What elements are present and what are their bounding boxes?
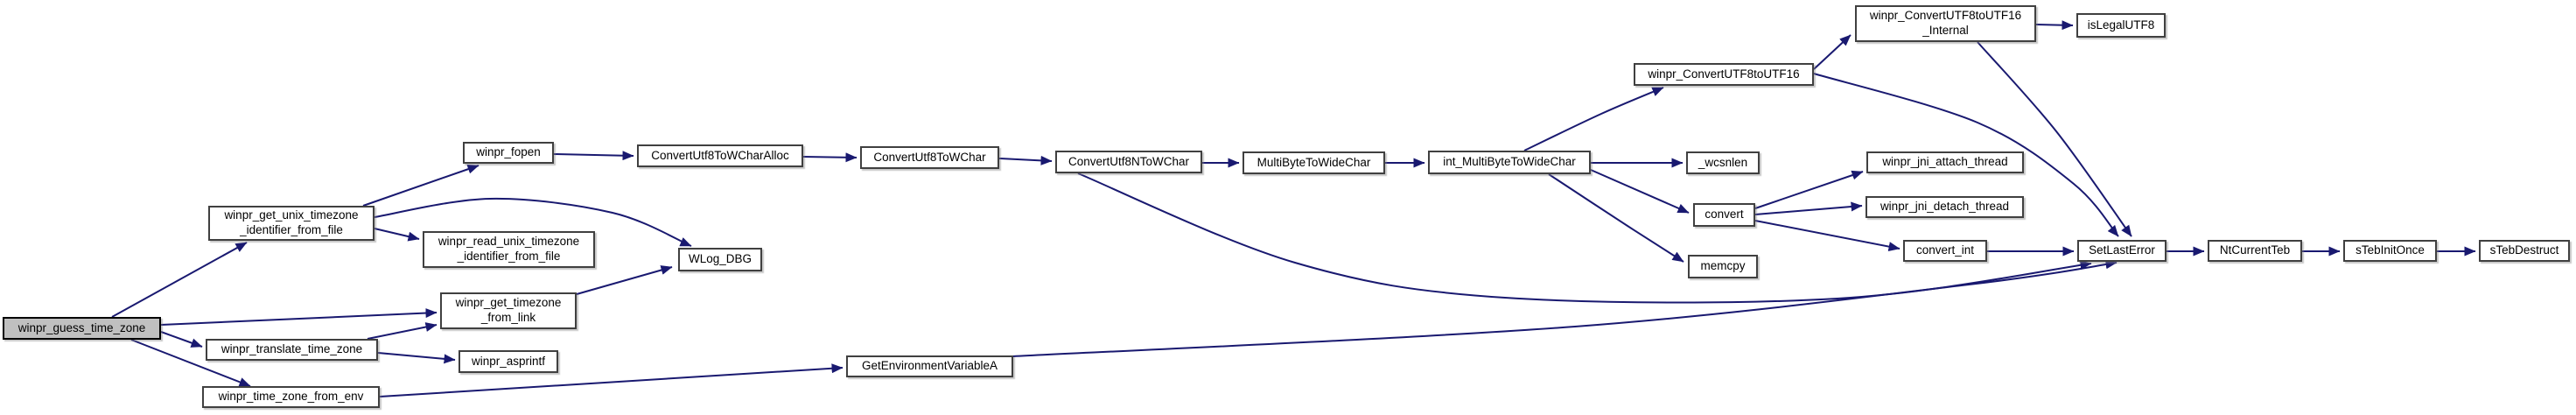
edge-ConvertUtf8ToWChar--ConvertUtf8NToWChar bbox=[998, 155, 1053, 165]
edge-ConvertUtf8ToWCharAlloc--ConvertUtf8ToWChar bbox=[802, 152, 858, 163]
node-NtCurrentTeb[interactable]: NtCurrentTeb bbox=[2208, 240, 2302, 262]
node-ConvertUtf8ToWChar[interactable]: ConvertUtf8ToWChar bbox=[860, 146, 999, 169]
node-_wcsnlen[interactable]: _wcsnlen bbox=[1686, 151, 1760, 174]
node-winpr_guess_time_zone: winpr_guess_time_zone bbox=[3, 317, 161, 340]
node-memcpy[interactable]: memcpy bbox=[1688, 255, 1758, 278]
edge-winpr_ConvertUTF8toUTF16--winpr_ConvertUTF8toUTF16_Internal bbox=[1813, 34, 1852, 70]
node-convert[interactable]: convert bbox=[1693, 203, 1755, 227]
edge-winpr_guess_time_zone--winpr_get_unix_timezone_identifier_from_file bbox=[111, 242, 248, 318]
edge-convert--winpr_jni_attach_thread bbox=[1754, 170, 1864, 209]
edge-int_MultiByteToWideChar--memcpy bbox=[1548, 173, 1684, 263]
node-isLegalUTF8[interactable]: isLegalUTF8 bbox=[2076, 13, 2166, 38]
node-winpr_asprintf[interactable]: winpr_asprintf bbox=[458, 350, 558, 373]
node-winpr_time_zone_from_env[interactable]: winpr_time_zone_from_env bbox=[202, 386, 380, 408]
node-SetLastError[interactable]: SetLastError bbox=[2077, 240, 2166, 262]
node-ConvertUtf8NToWChar[interactable]: ConvertUtf8NToWChar bbox=[1055, 151, 1202, 173]
node-winpr_translate_time_zone[interactable]: winpr_translate_time_zone bbox=[206, 339, 378, 361]
node-MultiByteToWideChar[interactable]: MultiByteToWideChar bbox=[1242, 151, 1385, 174]
edge-int_MultiByteToWideChar--convert bbox=[1590, 169, 1690, 214]
edge-winpr_get_unix_timezone_identifier_from_file--winpr_read_unix_timezone_identifier_from_file bbox=[374, 228, 420, 242]
edge-winpr_guess_time_zone--winpr_get_timezone_from_link bbox=[160, 308, 438, 326]
node-winpr_get_timezone_from_link[interactable]: winpr_get_timezone _from_link bbox=[440, 292, 577, 329]
edge-winpr_get_timezone_from_link--WLog_DBG bbox=[576, 265, 673, 295]
edge-convert--winpr_jni_detach_thread bbox=[1754, 201, 1863, 215]
edge-winpr_translate_time_zone--winpr_get_timezone_from_link bbox=[367, 322, 438, 340]
edge-GetEnvironmentVariableA--SetLastError bbox=[1012, 259, 2118, 357]
node-sTebDestruct[interactable]: sTebDestruct bbox=[2479, 240, 2570, 262]
edge-winpr_fopen--ConvertUtf8ToWCharAlloc bbox=[553, 151, 634, 161]
edge-convert--convert_int bbox=[1754, 220, 1900, 252]
edge-winpr_time_zone_from_env--GetEnvironmentVariableA bbox=[379, 363, 844, 397]
node-winpr_read_unix_timezone_identifier_from_file[interactable]: winpr_read_unix_timezone _identifier_fro… bbox=[423, 231, 595, 268]
node-winpr_ConvertUTF8toUTF16_Internal[interactable]: winpr_ConvertUTF8toUTF16 _Internal bbox=[1855, 5, 2036, 42]
node-winpr_jni_detach_thread[interactable]: winpr_jni_detach_thread bbox=[1866, 196, 2024, 218]
node-convert_int[interactable]: convert_int bbox=[1903, 240, 1987, 262]
edge-int_MultiByteToWideChar--winpr_ConvertUTF8toUTF16 bbox=[1523, 87, 1664, 151]
node-winpr_jni_attach_thread[interactable]: winpr_jni_attach_thread bbox=[1866, 151, 2024, 173]
node-WLog_DBG[interactable]: WLog_DBG bbox=[678, 248, 762, 271]
node-ConvertUtf8ToWCharAlloc[interactable]: ConvertUtf8ToWCharAlloc bbox=[637, 144, 803, 167]
node-sTebInitOnce[interactable]: sTebInitOnce bbox=[2343, 240, 2437, 262]
node-winpr_ConvertUTF8toUTF16[interactable]: winpr_ConvertUTF8toUTF16 bbox=[1634, 63, 1814, 86]
edge-winpr_guess_time_zone--winpr_translate_time_zone bbox=[160, 331, 203, 348]
edge-winpr_ConvertUTF8toUTF16_Internal--SetLastError bbox=[1977, 41, 2132, 237]
node-winpr_fopen[interactable]: winpr_fopen bbox=[463, 142, 554, 164]
edge-winpr_guess_time_zone--winpr_time_zone_from_env bbox=[130, 339, 251, 387]
node-GetEnvironmentVariableA[interactable]: GetEnvironmentVariableA bbox=[846, 355, 1013, 377]
edge-winpr_ConvertUTF8toUTF16--SetLastError bbox=[1813, 73, 2119, 237]
edge-ConvertUtf8NToWChar--SetLastError bbox=[1077, 172, 2092, 304]
node-winpr_get_unix_timezone_identifier_from_file[interactable]: winpr_get_unix_timezone _identifier_from… bbox=[208, 206, 374, 241]
node-int_MultiByteToWideChar[interactable]: int_MultiByteToWideChar bbox=[1428, 151, 1591, 174]
edge-winpr_translate_time_zone--winpr_asprintf bbox=[377, 352, 456, 364]
edge-winpr_get_unix_timezone_identifier_from_file--winpr_fopen bbox=[362, 164, 480, 207]
edge-winpr_get_unix_timezone_identifier_from_file--WLog_DBG bbox=[374, 197, 692, 247]
